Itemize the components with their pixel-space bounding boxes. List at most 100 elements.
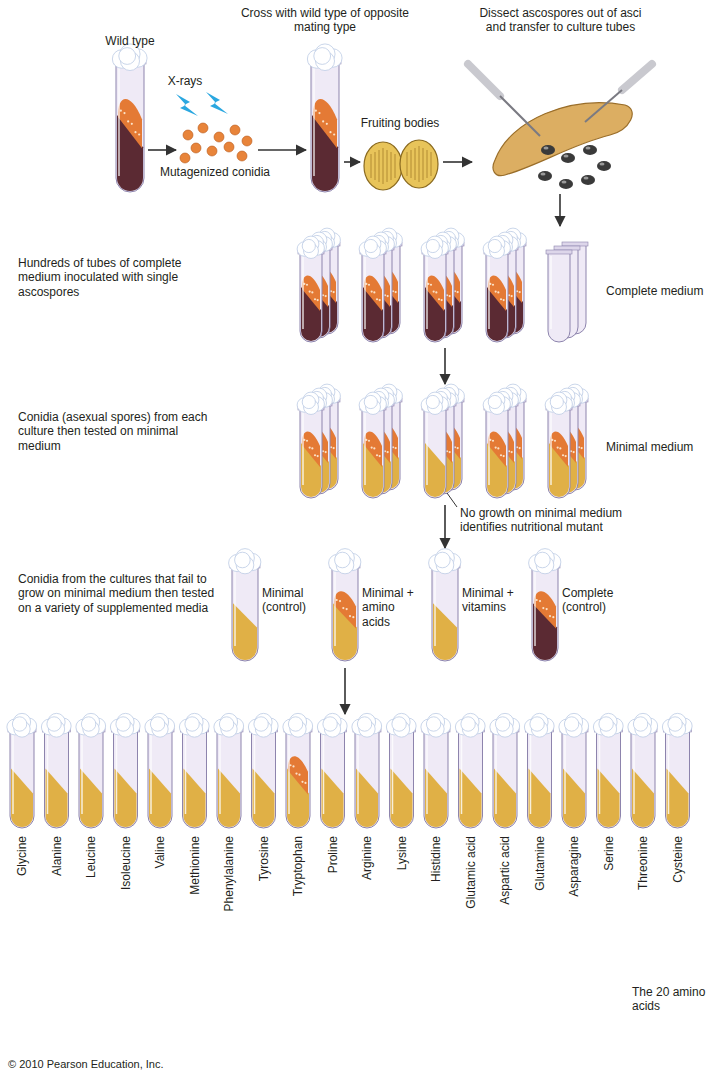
glass-highlight [488,412,490,485]
growth-medium [218,769,240,827]
culture-tube [297,392,324,498]
tube-glass [666,730,690,828]
growth-speck [546,608,548,610]
glass-highlight [364,256,366,329]
annotation-label: Cross with wild type of opposite mating … [230,6,420,35]
growth-medium [425,443,445,497]
growth-speck [339,600,341,602]
culture-tube [421,236,448,342]
growth-speck [346,608,348,610]
tube-glass [562,730,586,828]
growth-speck [298,774,300,776]
fungal-growth [313,99,337,148]
growth-speck [295,772,297,774]
tube-glass [362,408,384,498]
ascus-line [407,152,408,176]
cotton-plug [392,717,406,731]
growth-speck [449,451,451,453]
annotation-label: Conidia (asexual spores) from each cultu… [18,410,223,453]
fungal-growth [302,432,320,467]
fruiting-body [400,140,438,188]
culture-tube [545,392,572,498]
culture-tube [145,713,175,828]
growth-speck [342,607,344,609]
culture-tube [229,549,261,661]
flow-arrow [444,348,446,384]
growth-speck [309,446,311,448]
growth-medium [322,769,344,827]
tube-glass [597,730,621,828]
annotation-label: © 2010 Pearson Education, Inc. [8,1058,308,1071]
annotation-label: X-rays [150,74,220,88]
tube-glass [217,730,241,828]
cotton-plug [488,239,501,252]
growth-speck [438,298,440,300]
growth-speck [336,599,338,601]
tube-glass [79,730,103,828]
glass-highlight [392,734,394,814]
cotton-plug [488,395,501,408]
amino-acid-label: Methionine [187,836,201,895]
tube-glass [424,252,446,342]
ascospore [597,161,611,171]
growth-speck [376,454,378,456]
tube-glass [232,566,258,661]
fungal-growth [334,591,356,628]
flow-arrow [258,149,306,151]
cotton-plug [47,717,61,731]
tube-glass [459,730,483,828]
growth-speck [306,440,308,442]
cotton-plug [530,717,544,731]
growth-speck [134,131,136,133]
culture-tube [359,392,386,498]
cotton-plug [323,717,337,731]
growth-speck [317,299,319,301]
flow-arrow [344,668,346,714]
growth-speck [376,298,378,300]
tube-glass [548,252,570,342]
ascus-line [395,154,396,178]
fungal-growth [364,432,382,467]
cotton-plug [254,717,268,731]
tube-glass [355,730,379,828]
culture-tube [179,713,209,828]
ascospore [561,153,575,163]
culture-tube [490,713,520,828]
glass-highlight [234,570,236,646]
fungal-growth [118,99,142,148]
culture-tube [429,549,461,661]
tube-glass [486,252,508,342]
amino-acid-label: Glycine [15,836,29,876]
growth-speck [349,615,351,617]
growth-speck [120,110,122,112]
glass-highlight [116,734,118,814]
tube-glass [311,62,339,192]
growth-speck [387,295,389,297]
growth-speck [306,284,308,286]
culture-tube [546,250,572,342]
growth-speck [127,120,129,122]
spore-highlight [564,155,569,158]
glass-highlight [599,734,601,814]
leader-line [447,493,457,507]
growth-speck [542,607,544,609]
cotton-plug [185,717,199,731]
amino-acid-label: Tyrosine [256,836,270,881]
glass-highlight [302,412,304,485]
growth-speck [325,295,327,297]
culture-tube [112,44,147,192]
culture-tube [524,713,554,828]
amino-acid-label: Tryptophan [291,836,305,896]
ascus-line [431,152,432,176]
culture-tube [421,713,451,828]
conidium [198,123,208,133]
conidium [224,142,234,152]
fungal-growth [288,756,308,794]
growth-medium [391,769,413,827]
ascus [493,103,632,176]
growth-speck [565,455,567,457]
cotton-plug [288,717,302,731]
glass-highlight [81,734,83,814]
tube-glass [45,730,69,828]
